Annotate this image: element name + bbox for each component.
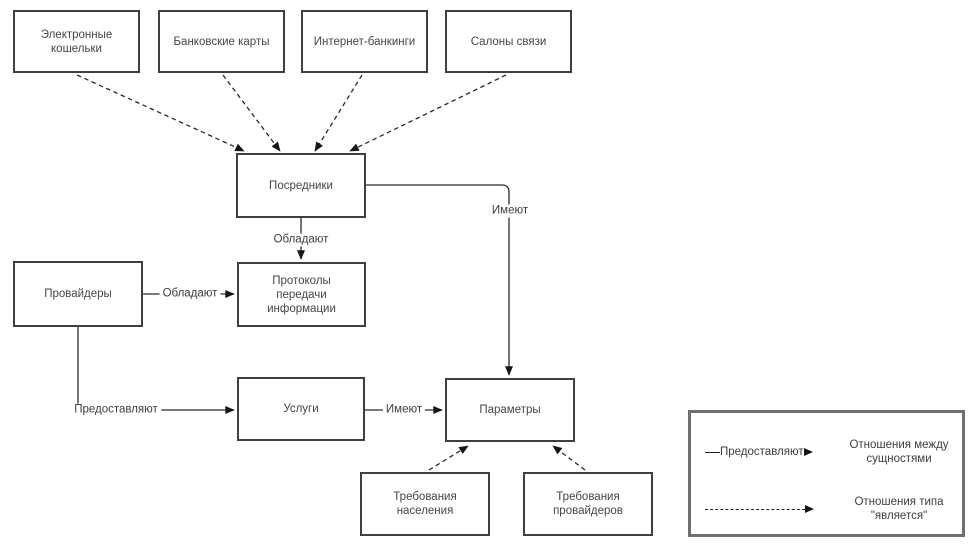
edge-label-imeyut-right: Имеют xyxy=(488,204,532,218)
edge-bankcards-intermediaries xyxy=(222,74,281,152)
legend-solid-sample-label: Предоставляют xyxy=(720,446,804,458)
node-transfer-protocols: Протоколы передачи информации xyxy=(237,262,366,327)
legend-solid-description: Отношения между сущностями xyxy=(849,439,949,465)
legend-dashed-sample xyxy=(705,500,814,518)
edge-ibanking-intermediaries xyxy=(314,74,363,152)
node-services: Услуги xyxy=(237,377,365,441)
edge-intermediaries-parameters xyxy=(366,184,513,376)
arrowhead-icon xyxy=(805,505,814,513)
edge-providers-services xyxy=(77,327,235,414)
node-communication-salons: Салоны связи xyxy=(445,10,572,73)
legend-dashed-description: Отношения типа "является" xyxy=(854,496,944,522)
node-parameters: Параметры xyxy=(445,378,575,442)
node-providers: Провайдеры xyxy=(13,261,143,327)
edge-label-obladayut-left: Обладают xyxy=(159,287,221,301)
edge-ewallets-intermediaries xyxy=(76,74,245,152)
legend-box: Предоставляют Отношения между сущностями… xyxy=(688,410,965,537)
solid-line-icon xyxy=(705,451,720,453)
node-electronic-wallets: Электронные кошельки xyxy=(13,10,140,73)
node-bank-cards: Банковские карты xyxy=(158,10,285,73)
edge-salons-intermediaries xyxy=(349,74,507,152)
edge-provreq-parameters xyxy=(552,445,586,471)
legend-solid-sample: Предоставляют xyxy=(705,443,813,461)
edge-label-imeyut-bottom: Имеют xyxy=(382,403,426,417)
node-internet-banking: Интернет-банкинги xyxy=(301,10,428,73)
arrowhead-icon xyxy=(803,448,813,456)
node-intermediaries: Посредники xyxy=(236,153,366,218)
dashed-line-icon xyxy=(705,508,805,510)
node-population-requirements: Требования населения xyxy=(360,472,490,536)
edge-label-obladayut-top: Обладают xyxy=(270,233,332,247)
edge-label-predostavlyayut: Предоставляют xyxy=(71,403,161,417)
edge-popreq-parameters xyxy=(428,445,469,471)
node-provider-requirements: Требования провайдеров xyxy=(523,472,653,536)
